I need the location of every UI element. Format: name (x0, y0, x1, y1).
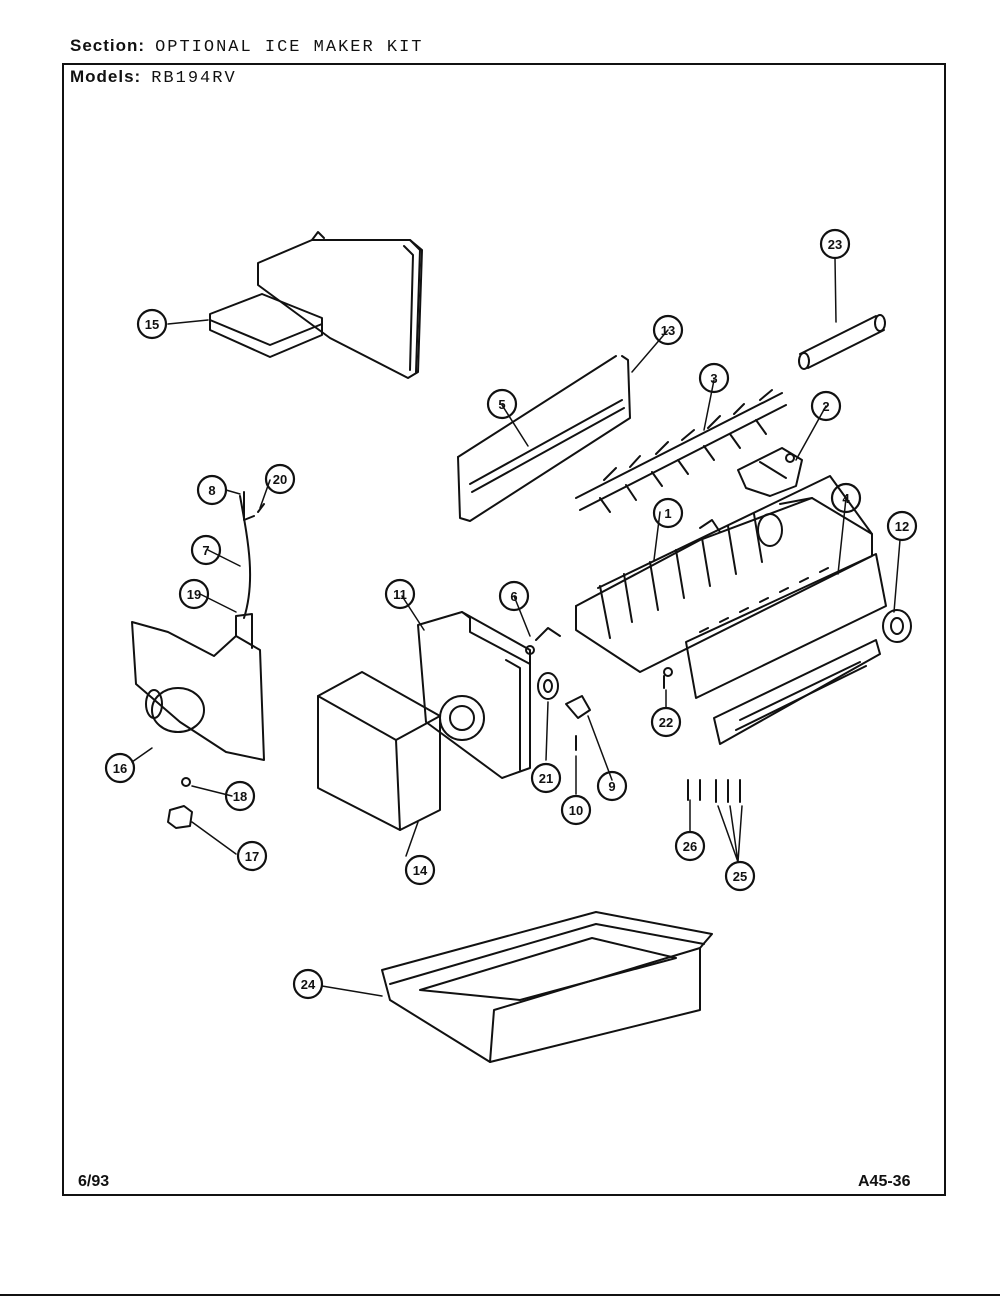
part-13-shield (457, 355, 631, 522)
leader-lines (131, 257, 901, 997)
callout-9-label: 9 (608, 779, 615, 794)
callout-4-circle (830, 482, 862, 514)
callout-14-circle (404, 854, 436, 886)
diagram-frame (62, 63, 946, 1196)
callout-25-label: 25 (733, 869, 747, 884)
callout-7-circle (190, 534, 222, 566)
part-7-tube (239, 491, 265, 619)
callout-11-label: 11 (393, 587, 407, 602)
part-15-panel (209, 231, 423, 379)
part-25-26-screws (687, 779, 741, 803)
callout-7-label: 7 (202, 543, 209, 558)
callout-23-label: 23 (828, 237, 842, 252)
footer-page-code: A45-36 (858, 1173, 911, 1190)
callout-20-label: 20 (273, 472, 287, 487)
part-12-heater (713, 609, 912, 745)
callout-11-circle (384, 578, 416, 610)
part-11-housing (417, 611, 535, 779)
callout-3-label: 3 (710, 371, 717, 386)
callout-8-circle (196, 474, 228, 506)
callout-15-label: 15 (145, 317, 159, 332)
part-9-clip (565, 695, 591, 751)
part-1-mold (575, 475, 873, 673)
callout-8-label: 8 (208, 483, 215, 498)
callout-25-circle (724, 860, 756, 892)
part-2-bracket (737, 447, 803, 497)
callout-19-circle (178, 578, 210, 610)
callout-20-circle (264, 463, 296, 495)
callout-15-circle (136, 308, 168, 340)
callout-6-label: 6 (510, 589, 517, 604)
callout-10-label: 10 (569, 803, 583, 818)
callout-19-label: 19 (187, 587, 201, 602)
callout-21-circle (530, 762, 562, 794)
callout-4-label: 4 (842, 491, 850, 506)
callout-10-circle (560, 794, 592, 826)
models-label: Models: (70, 67, 142, 86)
callout-6-circle (498, 580, 530, 612)
part-16-valve (131, 613, 265, 761)
callout-markers (104, 228, 918, 1000)
callout-12-circle (886, 510, 918, 542)
callout-14-label: 14 (413, 863, 428, 878)
callout-16-label: 16 (113, 761, 127, 776)
callout-16-circle (104, 752, 136, 784)
callout-26-label: 26 (683, 839, 697, 854)
callout-13-label: 13 (661, 323, 675, 338)
callout-13-circle (652, 314, 684, 346)
bottom-rule (0, 1294, 1000, 1296)
callout-3-circle (698, 362, 730, 394)
callout-18-circle (224, 780, 256, 812)
callout-22-circle (650, 706, 682, 738)
callout-17-circle (236, 840, 268, 872)
callout-21-label: 21 (539, 771, 553, 786)
callout-numbers: 1 2 3 4 5 6 7 8 9 10 11 12 13 14 15 16 1… (113, 237, 909, 992)
callout-5-label: 5 (498, 397, 505, 412)
models-value: RB194RV (151, 69, 237, 88)
callout-12-label: 12 (895, 519, 909, 534)
section-header: Section: OPTIONAL ICE MAKER KIT (70, 36, 424, 57)
part-3-ejector (575, 389, 787, 513)
callout-22-label: 22 (659, 715, 673, 730)
part-6-shaft (535, 627, 561, 641)
section-title: OPTIONAL ICE MAKER KIT (155, 38, 424, 57)
callout-1-label: 1 (664, 506, 671, 521)
section-label: Section: (70, 36, 146, 55)
part-14-cover (317, 671, 441, 831)
part-24-bin (381, 911, 713, 1063)
callout-18-label: 18 (233, 789, 247, 804)
footer-date: 6/93 (78, 1173, 110, 1190)
callout-26-circle (674, 830, 706, 862)
callout-9-circle (596, 770, 628, 802)
callout-24-label: 24 (301, 977, 316, 992)
part-17-18-fittings (167, 777, 193, 829)
callout-2-circle (810, 390, 842, 422)
callout-1-circle (652, 497, 684, 529)
callout-17-label: 17 (245, 849, 259, 864)
part-21-gear (537, 672, 559, 700)
part-4-cup (663, 553, 887, 699)
callout-2-label: 2 (822, 399, 829, 414)
callout-24-circle (292, 968, 324, 1000)
callout-5-circle (486, 388, 518, 420)
part-23-rod (798, 314, 886, 370)
callout-23-circle (819, 228, 851, 260)
models-header: Models: RB194RV (70, 67, 237, 88)
